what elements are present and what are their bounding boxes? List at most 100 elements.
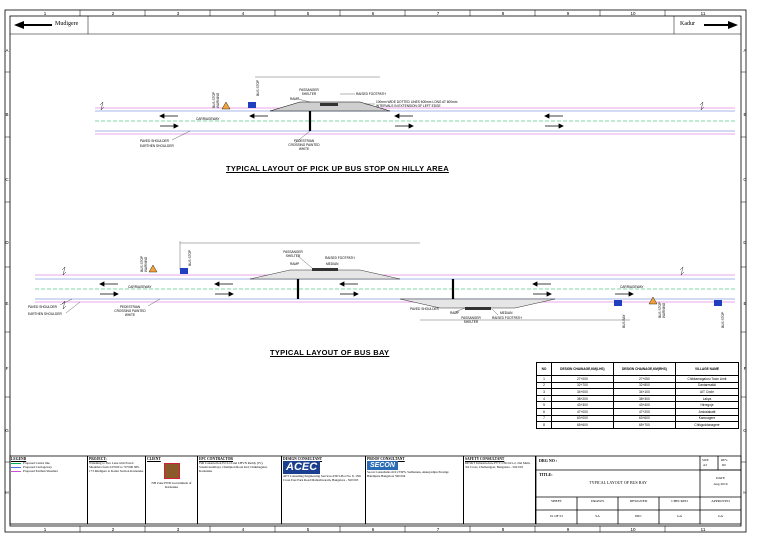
busbay-road	[35, 241, 735, 321]
warning-sign-icon	[648, 296, 658, 305]
column-number: 4	[241, 11, 245, 16]
table-header-row: NO DESIGN CHAINAGE,KM(LHS) DESIGN CHAINA…	[536, 362, 739, 376]
legend-item-label: Proposed Carriageway	[23, 465, 52, 469]
row-letter: D	[5, 240, 9, 245]
hilly-ramp-label: RAMP	[290, 97, 300, 101]
design-consultant-text: APT Consulting Engineering Services #39/…	[283, 474, 361, 482]
village-chainage-table: NO DESIGN CHAINAGE,KM(LHS) DESIGN CHAINA…	[536, 362, 739, 429]
table-cell: 1	[536, 375, 552, 383]
column-number: 3	[176, 11, 180, 16]
inner-border	[9, 15, 742, 527]
busbay-paved-shoulder-label: PAVED SHOULDER	[28, 305, 57, 309]
designed-value: PRC	[635, 514, 642, 518]
column-ticks	[5, 10, 746, 532]
column-number: 10	[630, 527, 636, 532]
column-number: 9	[566, 11, 570, 16]
table-cell: Lakya	[675, 394, 739, 403]
busbay-passenger-shelter-label-bottom: PASSANGER SHELTER	[461, 316, 481, 324]
table-cell: 38+200	[551, 394, 614, 403]
designed-header: DESIGNED	[629, 499, 648, 503]
bus-stop-sign-icon	[714, 300, 722, 306]
table-cell: 32+700	[551, 381, 614, 390]
safety-consultant-cell: SAFETY CONSULTANT DESKT Infrastructure P…	[464, 456, 536, 524]
proof-consultant-cell: PROOF CONSULTANT SECON Secon Consultants…	[366, 456, 464, 524]
busbay-warning-sign-label-right: BUS STOP WARNING	[658, 301, 666, 318]
hilly-carriageway-label: CARRIAGEWAY	[196, 117, 220, 121]
table-cell: AIT Circle	[675, 388, 739, 396]
busbay-layout-title: TYPICAL LAYOUT OF BUS BAY	[270, 348, 390, 357]
table-cell: Chikgoddanagere	[675, 421, 739, 429]
right-direction-arrow	[704, 21, 738, 29]
legend-swatch-icon	[11, 470, 21, 472]
drawn-value: SA	[595, 514, 600, 518]
table-cell: 32+800	[612, 381, 677, 390]
table-cell: 65+600	[551, 421, 614, 429]
busbay-carriageway-label: CARRIAGEWAY	[128, 285, 152, 289]
busbay-raised-footpath-label: RAISED FOOTPATH	[325, 256, 355, 260]
hilly-bus-stop-sign-label: BUS STOP	[256, 79, 260, 96]
direction-right-label: Kadur	[680, 21, 695, 27]
drawn-header: DRAWN	[591, 499, 604, 503]
table-header: DESIGN CHAINAGE,KM(LHS)	[551, 362, 614, 376]
row-letter: G	[5, 428, 9, 433]
busbay-bus-stop-sign-label-right: BUS STOP	[721, 311, 725, 328]
row-letter: A	[5, 48, 9, 53]
row-letter: F	[5, 366, 9, 371]
table-cell: 47+000	[551, 407, 614, 416]
column-number: 2	[111, 527, 115, 532]
outer-border	[4, 9, 747, 533]
safety-consultant-heading: SAFETY CONSULTANT	[465, 457, 505, 461]
contractor-heading: EPC CONTRACTOR	[199, 457, 233, 461]
checked-header: CHECKED	[671, 499, 688, 503]
column-number: 6	[371, 527, 375, 532]
hilly-ped-crossing-label: PEDESTRIAN CROSSING PAINTED WHITE	[288, 139, 320, 151]
warning-sign-icon	[148, 264, 158, 273]
project-cell: PROJECT: Widening to Two Lane with Paved…	[88, 456, 146, 524]
column-number: 1	[43, 527, 47, 532]
table-cell: 2	[536, 381, 552, 390]
direction-left-label: Mudigere	[55, 21, 79, 27]
sheet-value: 01 OF 01	[549, 514, 564, 518]
column-number: 5	[306, 527, 310, 532]
client-text: NH Zone PWD Government of Karnataka	[151, 481, 192, 489]
busbay-bus-bay-sign-label: BUS BAY	[622, 314, 626, 328]
legend-item-label: Proposed Earthen Shoulder	[23, 469, 58, 473]
table-cell: Chikkamagaluru Town Limit	[675, 375, 739, 383]
table-cell: 34+100	[612, 388, 677, 396]
row-letter: H	[743, 490, 747, 495]
row-letter: D	[743, 240, 747, 245]
column-number: 7	[436, 11, 440, 16]
table-cell: 3	[536, 388, 552, 396]
row-letter: B	[743, 112, 747, 117]
column-number: 11	[700, 11, 706, 16]
title-label: TITLE:	[539, 472, 553, 477]
row-letter: E	[5, 301, 9, 306]
hilly-road	[95, 76, 735, 144]
table-cell: 4	[536, 394, 552, 403]
safety-consultant-text: DESKT Infrastructure PVT. LTD #21-2, 2nd…	[465, 461, 531, 469]
approved-value: GA	[717, 514, 724, 518]
title-block-frame	[9, 455, 742, 525]
client-heading: CLIENT	[147, 457, 161, 461]
table-cell: Hirregoje	[675, 401, 739, 409]
proof-consultant-heading: PROOF CONSULTANT	[367, 457, 405, 461]
hilly-passenger-shelter-label: PASSANGER SHELTER	[299, 88, 319, 96]
table-cell: 38+300	[612, 394, 677, 403]
design-consultant-heading: DESIGN CONSULTANT	[283, 457, 323, 461]
row-letter: G	[743, 428, 747, 433]
busbay-bus-stop-sign-label: BUS STOP	[188, 249, 192, 266]
busbay-carriageway-label-right: CARRIAGEWAY	[620, 285, 644, 289]
table-cell: Kamnagere	[675, 414, 739, 423]
bus-bay-sign-icon	[614, 300, 622, 306]
row-letter: H	[5, 490, 9, 495]
legend-item-label: Proposed Centre line	[23, 461, 50, 465]
secon-logo: SECON	[367, 461, 398, 470]
table-cell: 43+400	[612, 401, 677, 409]
column-number: 8	[501, 527, 505, 532]
rev-label: REV.	[721, 458, 728, 462]
table-header: VILLAGE NAME	[675, 362, 739, 376]
legend-item: Proposed Earthen Shoulder	[11, 469, 86, 473]
